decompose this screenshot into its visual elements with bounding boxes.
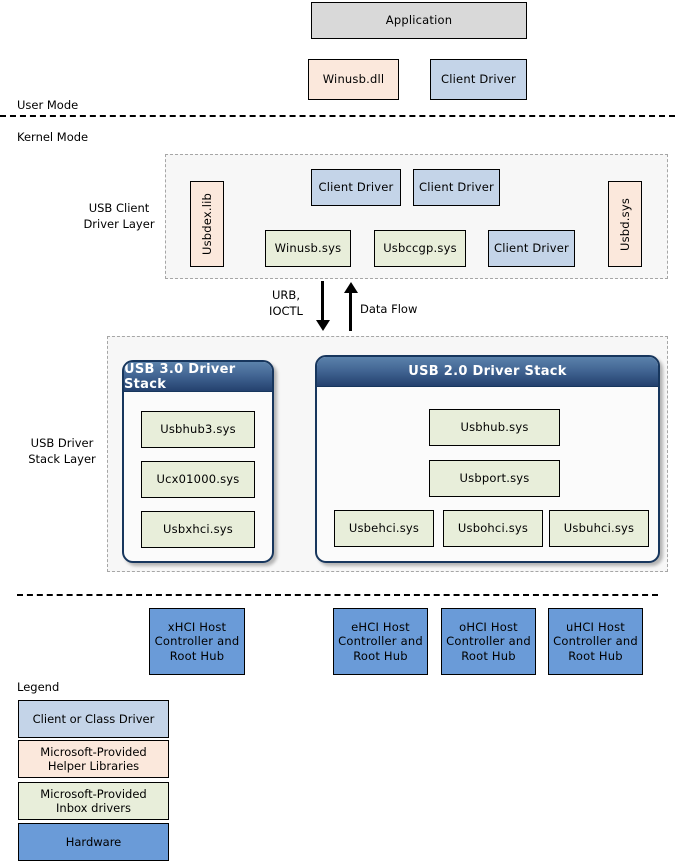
usb2-stack-title: USB 2.0 Driver Stack [317, 357, 658, 387]
user-client-driver-box: Client Driver [430, 59, 527, 100]
ucx01000-sys-label: Ucx01000.sys [156, 472, 240, 487]
user-mode-label: User Mode [17, 98, 79, 112]
legend-item-client-driver: Client or Class Driver [18, 700, 169, 738]
legend-item-helper-libraries: Microsoft-Provided Helper Libraries [18, 740, 169, 778]
usb3-driver-stack-panel: USB 3.0 Driver Stack Usbhub3.sys Ucx0100… [122, 360, 274, 563]
usbdex-lib-label: Usbdex.lib [199, 192, 214, 256]
legend-label-helper-libraries: Microsoft-Provided Helper Libraries [40, 744, 147, 773]
legend-label-inbox-drivers: Microsoft-Provided Inbox drivers [40, 786, 147, 815]
ucx01000-sys-box: Ucx01000.sys [141, 461, 255, 498]
kernel-mode-label: Kernel Mode [17, 130, 89, 144]
client-driver-label-1: Client Driver [318, 180, 394, 195]
usbhub3-sys-box: Usbhub3.sys [141, 411, 255, 448]
xhci-host-controller-label: xHCI Host Controller and Root Hub [154, 619, 240, 663]
usbport-sys-label: Usbport.sys [459, 471, 530, 486]
usbuhci-sys-box: Usbuhci.sys [549, 510, 649, 547]
xhci-host-controller-box: xHCI Host Controller and Root Hub [149, 608, 245, 675]
usbehci-sys-box: Usbehci.sys [334, 510, 434, 547]
winusb-dll-box: Winusb.dll [308, 59, 399, 100]
usbccgp-sys-box: Usbccgp.sys [374, 230, 466, 267]
urb-ioctl-label: URB, IOCTL [269, 288, 303, 318]
usbhub-sys-label: Usbhub.sys [460, 420, 529, 435]
user-kernel-divider [0, 115, 675, 117]
winusb-sys-box: Winusb.sys [265, 230, 351, 267]
winusb-dll-label: Winusb.dll [322, 72, 385, 87]
usbhub3-sys-label: Usbhub3.sys [160, 422, 236, 437]
data-flow-arrow-shaft [349, 292, 352, 331]
application-box: Application [311, 2, 527, 39]
usb3-stack-title: USB 3.0 Driver Stack [124, 362, 272, 392]
usbd-sys-box: Usbd.sys [608, 181, 642, 267]
legend-label-client-driver: Client or Class Driver [32, 711, 155, 726]
urb-ioctl-arrow-shaft [321, 281, 324, 321]
usbdex-lib-box: Usbdex.lib [190, 181, 224, 267]
usbohci-sys-label: Usbohci.sys [457, 521, 529, 536]
legend-item-inbox-drivers: Microsoft-Provided Inbox drivers [18, 782, 169, 820]
usb-client-driver-layer-label: USB Client Driver Layer [83, 201, 155, 231]
legend-title: Legend [17, 680, 60, 694]
application-label: Application [385, 13, 453, 28]
usbd-sys-label: Usbd.sys [617, 197, 632, 251]
usbhub-sys-box: Usbhub.sys [429, 409, 560, 446]
data-flow-arrow-head [343, 282, 358, 293]
client-driver-label-3: Client Driver [494, 241, 569, 256]
legend-label-hardware: Hardware [65, 834, 122, 849]
legend-item-hardware: Hardware [18, 823, 169, 861]
client-driver-box-3: Client Driver [488, 230, 575, 267]
usbccgp-sys-label: Usbccgp.sys [383, 241, 457, 256]
data-flow-label: Data Flow [360, 302, 418, 316]
client-driver-box-1: Client Driver [311, 169, 401, 206]
ohci-host-controller-box: oHCI Host Controller and Root Hub [441, 608, 536, 675]
urb-ioctl-arrow-head [315, 320, 330, 331]
winusb-sys-label: Winusb.sys [274, 241, 342, 256]
usbport-sys-box: Usbport.sys [429, 460, 560, 497]
usbohci-sys-box: Usbohci.sys [443, 510, 543, 547]
client-driver-label-2: Client Driver [419, 180, 494, 195]
user-client-driver-label: Client Driver [441, 72, 516, 87]
client-driver-box-2: Client Driver [413, 169, 500, 206]
usb-driver-stack-layer-label: USB Driver Stack Layer [28, 436, 96, 466]
uhci-host-controller-box: uHCI Host Controller and Root Hub [548, 608, 643, 675]
ehci-host-controller-label: eHCI Host Controller and Root Hub [338, 619, 423, 663]
ohci-host-controller-label: oHCI Host Controller and Root Hub [446, 619, 531, 663]
ehci-host-controller-box: eHCI Host Controller and Root Hub [333, 608, 428, 675]
usbxhci-sys-label: Usbxhci.sys [163, 522, 233, 537]
usbehci-sys-label: Usbehci.sys [348, 521, 420, 536]
kernel-hardware-divider [17, 594, 658, 596]
uhci-host-controller-label: uHCI Host Controller and Root Hub [553, 619, 638, 663]
usb2-driver-stack-panel: USB 2.0 Driver Stack Usbhub.sys Usbport.… [315, 355, 660, 563]
usbxhci-sys-box: Usbxhci.sys [141, 511, 255, 548]
usbuhci-sys-label: Usbuhci.sys [563, 521, 635, 536]
